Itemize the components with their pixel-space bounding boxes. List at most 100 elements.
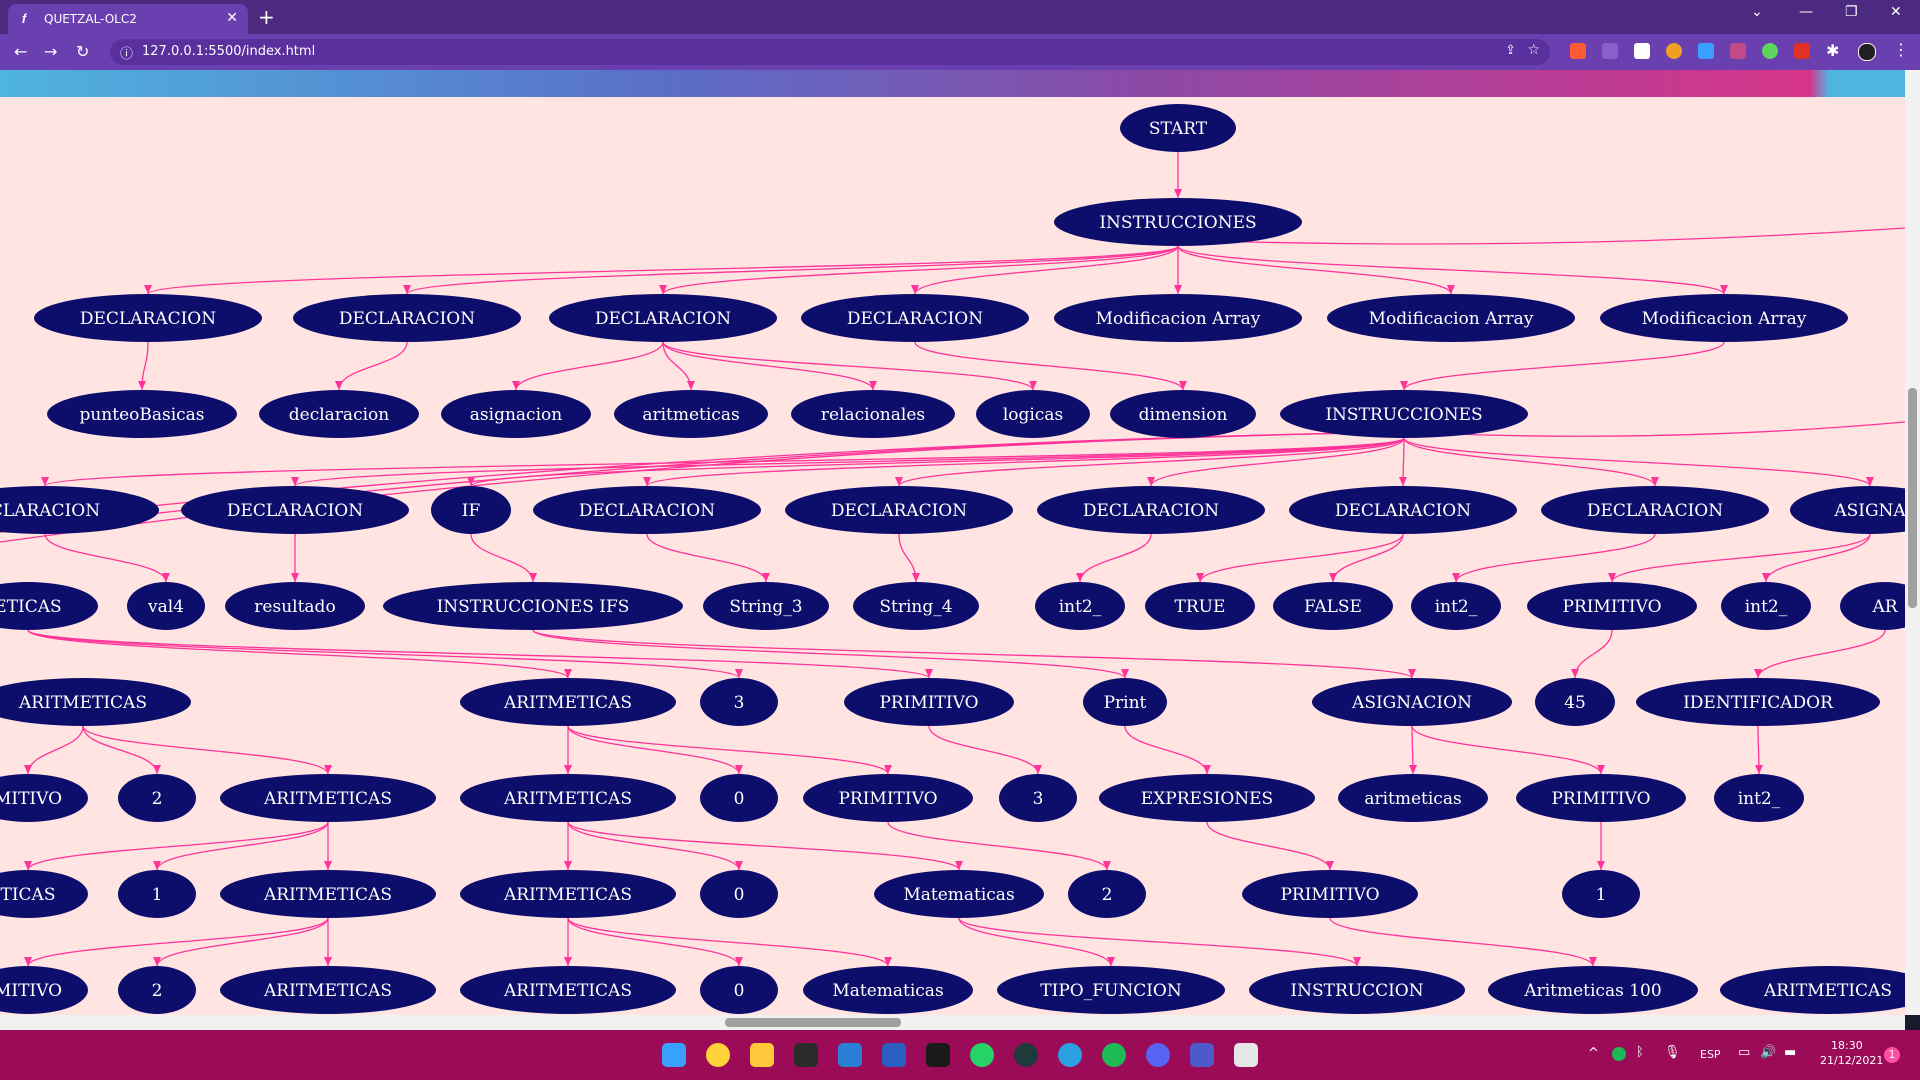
tree-edge: [156, 917, 329, 967]
url-field[interactable]: ⓘ 127.0.0.1:5500/index.html ⇪ ☆: [110, 39, 1550, 65]
tree-edge-arrow: [1755, 765, 1763, 774]
tray-bluetooth-icon[interactable]: ᛒ: [1636, 1045, 1644, 1060]
tray-chevron-icon[interactable]: ^: [1588, 1046, 1599, 1061]
tray-mic-icon[interactable]: 🎙: [1664, 1045, 1681, 1060]
restore-button[interactable]: ❐: [1845, 4, 1858, 20]
whatsapp-icon[interactable]: [970, 1043, 994, 1067]
tree-node-ellipse: [1110, 390, 1256, 438]
tree-node: int2_: [1035, 582, 1125, 630]
vertical-scroll-thumb[interactable]: [1908, 388, 1917, 608]
browser-menu-icon[interactable]: ⋮: [1893, 40, 1909, 59]
terminal-icon[interactable]: [794, 1043, 818, 1067]
tree-node-label: INSTRUCCION: [1290, 981, 1423, 1001]
horizontal-scrollbar[interactable]: [0, 1015, 1905, 1030]
horizontal-scroll-thumb[interactable]: [725, 1018, 901, 1027]
tree-edge: [147, 245, 1179, 295]
extension-5-icon[interactable]: [1698, 43, 1714, 59]
tree-node-label: 2: [152, 981, 163, 1001]
tree-edge-arrow: [1103, 861, 1111, 870]
teams-icon[interactable]: [1190, 1043, 1214, 1067]
tree-node-label: PRIMITIVO: [1280, 885, 1379, 905]
tree-node-label: DECLARACION: [1587, 501, 1723, 521]
tree-edge-arrow: [153, 765, 161, 774]
notification-badge[interactable]: 1: [1884, 1047, 1900, 1063]
keyboard-language[interactable]: ESP: [1700, 1048, 1721, 1061]
vertical-scrollbar[interactable]: [1905, 70, 1920, 1015]
minimize-button[interactable]: —: [1799, 4, 1813, 20]
tree-edge-arrow: [1203, 765, 1211, 774]
tree-node: 0: [700, 966, 778, 1014]
share-icon[interactable]: ⇪: [1505, 43, 1516, 58]
new-tab-button[interactable]: +: [258, 5, 275, 29]
tree-node: val4: [127, 582, 205, 630]
reload-button[interactable]: ↻: [76, 42, 90, 61]
site-info-icon[interactable]: ⓘ: [120, 47, 134, 62]
discord-icon[interactable]: [1146, 1043, 1170, 1067]
tray-battery-icon[interactable]: ▬: [1784, 1045, 1797, 1060]
tree-node: 3: [700, 678, 778, 726]
tree-edge-arrow: [1329, 573, 1337, 582]
extension-8-icon[interactable]: [1794, 43, 1810, 59]
tree-node: INSTRUCCIONES: [1054, 198, 1302, 246]
tree-node: PRIMITIVO: [1516, 774, 1686, 822]
extensions-puzzle-icon[interactable]: ✱: [1826, 41, 1840, 60]
tree-node-ellipse: [127, 582, 205, 630]
tree-node: punteoBasicas: [47, 390, 237, 438]
app2-icon[interactable]: [1014, 1043, 1038, 1067]
tray-volume-icon[interactable]: 🔊: [1760, 1045, 1777, 1060]
tree-node-ellipse: [874, 870, 1044, 918]
tree-node: ASIGNA: [1790, 486, 1905, 534]
tree-edge: [406, 245, 1179, 295]
tree-edge-arrow: [643, 477, 651, 486]
tree-node-label: int2_: [1435, 597, 1478, 617]
tree-node: PRIMITIVO: [803, 774, 973, 822]
telegram-icon[interactable]: [1058, 1043, 1082, 1067]
tree-edge: [27, 725, 84, 775]
tree-node-ellipse: [700, 966, 778, 1014]
tree-node: CLARACION: [0, 486, 159, 534]
extension-4-icon[interactable]: [1666, 43, 1682, 59]
spotify-icon[interactable]: [1102, 1043, 1126, 1067]
tray-spotify-icon[interactable]: [1612, 1047, 1626, 1061]
close-window-button[interactable]: ✕: [1890, 4, 1902, 20]
tree-node: PRIMITIVO: [844, 678, 1014, 726]
tree-node-label: Modificacion Array: [1369, 309, 1534, 329]
snipping-tool-icon[interactable]: [1234, 1043, 1258, 1067]
close-tab-icon[interactable]: ✕: [226, 10, 238, 26]
clock-time[interactable]: 18:30: [1831, 1039, 1863, 1052]
tree-edge-arrow: [884, 765, 892, 774]
clock-date[interactable]: 21/12/2021: [1820, 1054, 1884, 1067]
tree-node-label: DECLARACION: [579, 501, 715, 521]
tray-network-icon[interactable]: ▭: [1738, 1045, 1751, 1060]
tree-node-label: logicas: [1003, 405, 1063, 425]
tree-node-ellipse: [34, 294, 262, 342]
chrome-taskbar-icon[interactable]: [706, 1043, 730, 1067]
tree-edge-arrow: [1754, 669, 1762, 678]
extension-2-icon[interactable]: [1602, 43, 1618, 59]
bookmark-star-icon[interactable]: ☆: [1527, 42, 1540, 58]
tree-edge-arrow: [735, 765, 743, 774]
vscode-icon[interactable]: [838, 1043, 862, 1067]
browser-tab[interactable]: 𝒇 QUETZAL-OLC2 ✕: [8, 4, 248, 34]
extension-6-icon[interactable]: [1730, 43, 1746, 59]
extension-1-icon[interactable]: [1570, 43, 1586, 59]
back-button[interactable]: ←: [14, 42, 28, 61]
extension-7-icon[interactable]: [1762, 43, 1778, 59]
forward-button[interactable]: →: [44, 42, 58, 61]
profile-avatar[interactable]: [1858, 43, 1876, 61]
app-icon[interactable]: [926, 1043, 950, 1067]
tree-edge-arrow: [24, 957, 32, 966]
tree-node-label: 3: [734, 693, 745, 713]
tab-search-chevron-icon[interactable]: ⌄: [1751, 4, 1763, 20]
tree-edge-arrow: [895, 477, 903, 486]
start-menu-icon[interactable]: [662, 1043, 686, 1067]
tree-edge: [914, 245, 1179, 295]
tree-node-label: ARITMETICAS: [263, 789, 392, 809]
tree-node-label: int2_: [1745, 597, 1788, 617]
tree-node: aritmeticas: [1338, 774, 1488, 822]
tree-node: MITIVO: [0, 774, 88, 822]
file-explorer-icon[interactable]: [750, 1043, 774, 1067]
tree-node-label: ARITMETICAS: [263, 981, 392, 1001]
extension-3-icon[interactable]: [1634, 43, 1650, 59]
word-icon[interactable]: [882, 1043, 906, 1067]
